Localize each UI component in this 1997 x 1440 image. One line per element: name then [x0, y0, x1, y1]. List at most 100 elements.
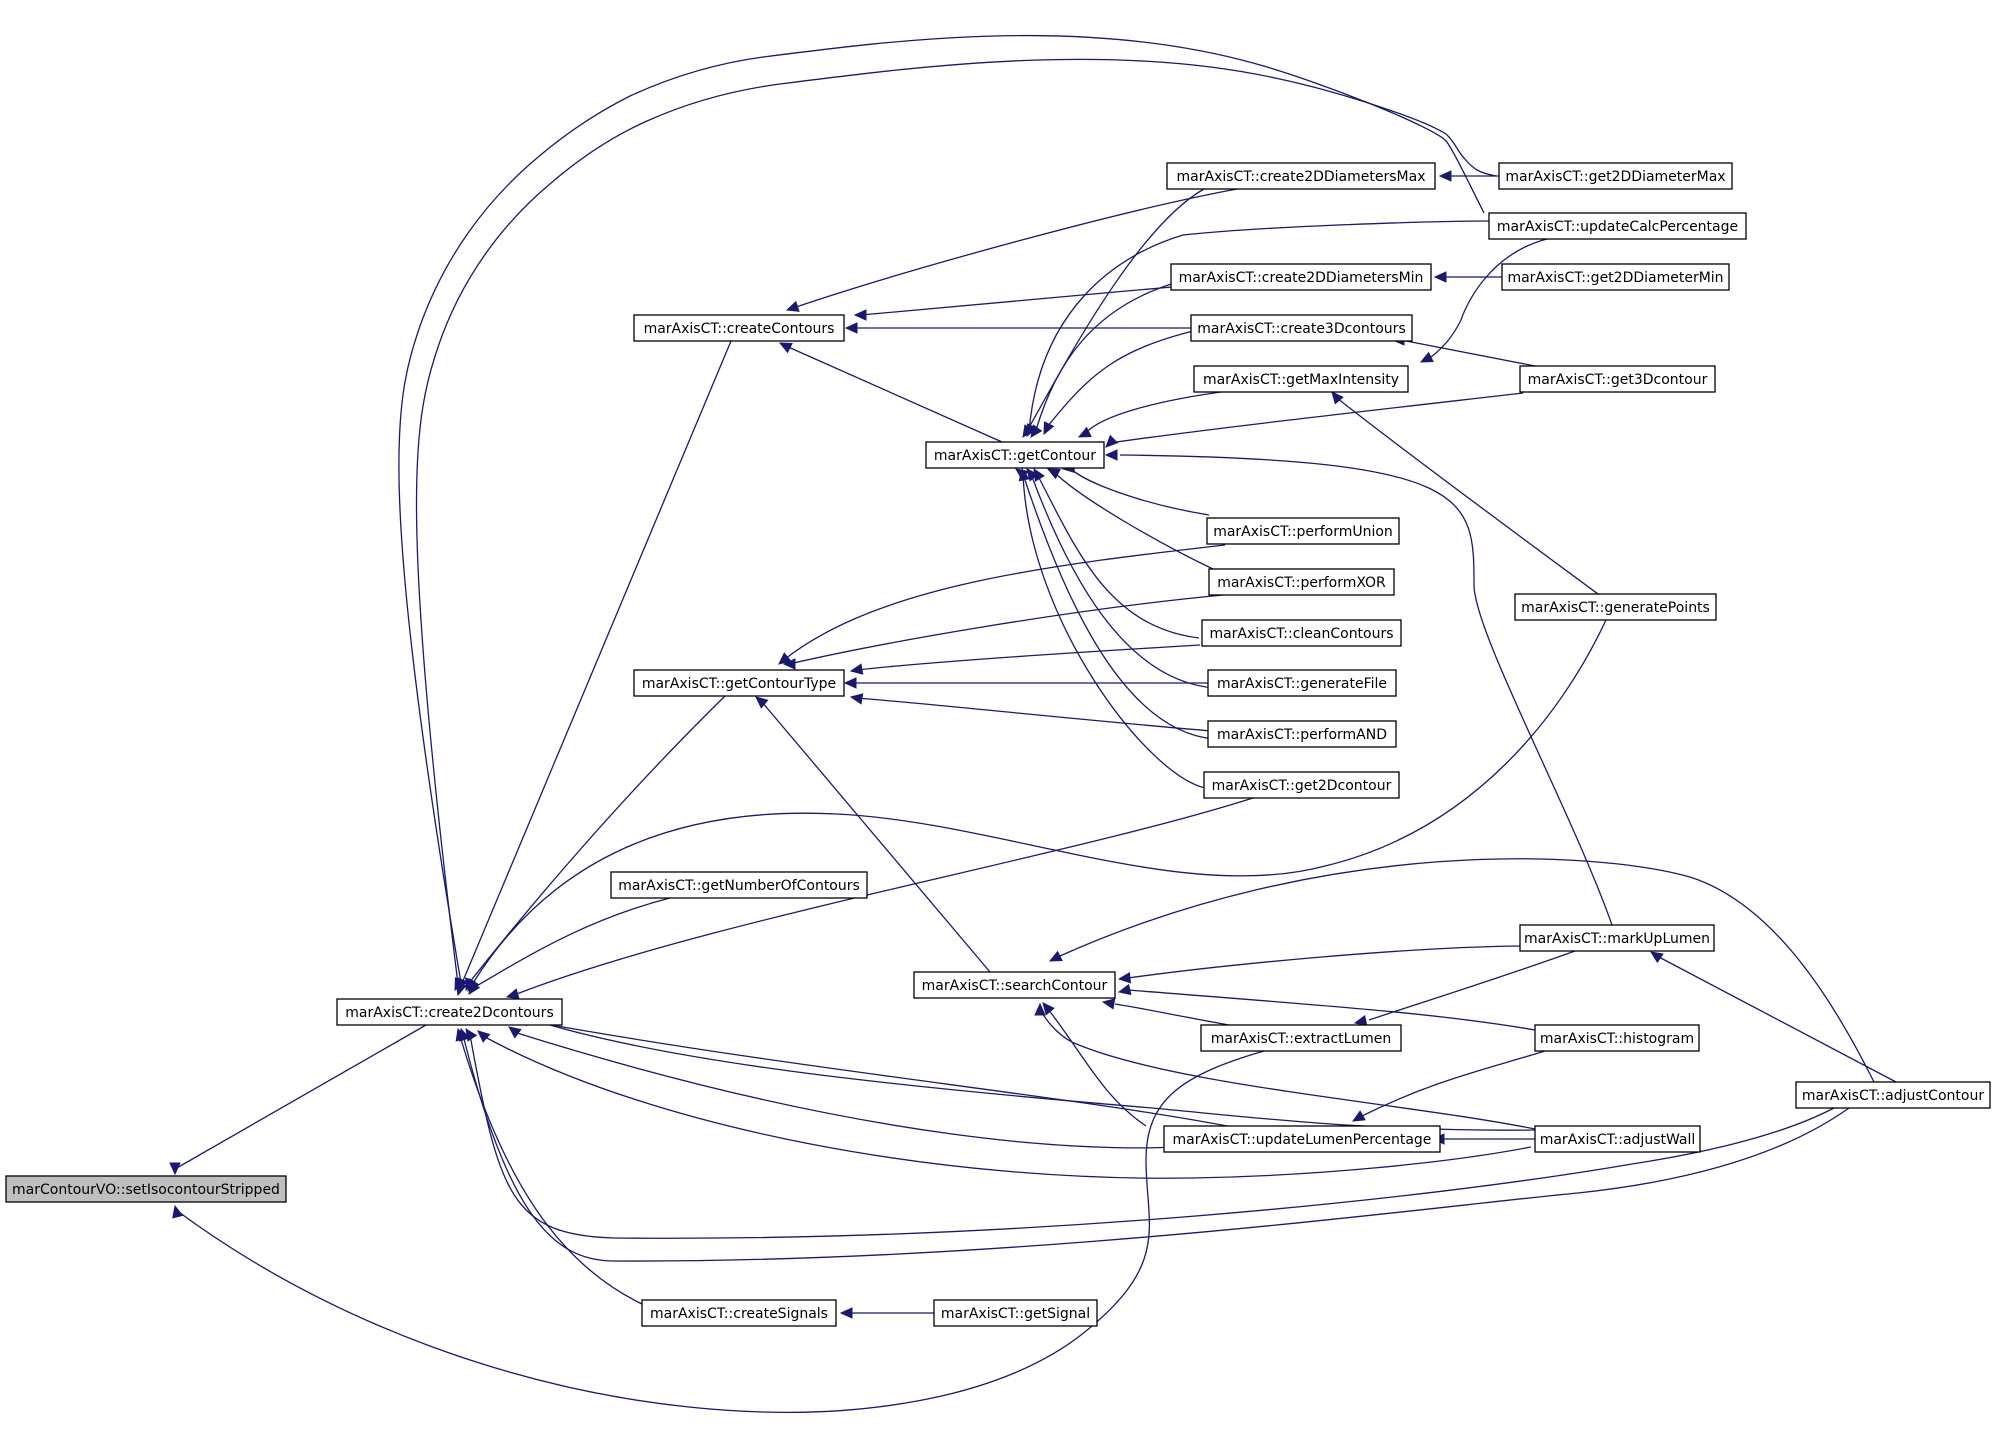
node-create2DDiametersMin[interactable]: marAxisCT::create2DDiametersMin: [1170, 263, 1432, 291]
node-markUpLumen[interactable]: marAxisCT::markUpLumen: [1519, 924, 1715, 952]
node-box: [1206, 517, 1400, 545]
node-box: [1207, 720, 1397, 748]
arrowhead-icon: [1043, 421, 1055, 436]
node-updateLumenPercentage[interactable]: marAxisCT::updateLumenPercentage: [1163, 1125, 1441, 1153]
node-get2Dcontour[interactable]: marAxisCT::get2Dcontour: [1203, 771, 1400, 799]
arrowhead-icon: [1101, 998, 1116, 1010]
arrowhead-icon: [755, 696, 769, 709]
node-label: marAxisCT::searchContour: [922, 978, 1108, 994]
node-box: [336, 998, 563, 1026]
node-setIsocontourStripped[interactable]: marContourVO::setIsocontourStripped: [5, 1175, 287, 1203]
node-getMaxIntensity[interactable]: marAxisCT::getMaxIntensity: [1193, 365, 1409, 393]
edge-generatePoints-to-getMaxIntensity: [1331, 391, 1599, 595]
node-box: [5, 1175, 287, 1203]
node-label: marAxisCT::get3Dcontour: [1528, 372, 1708, 388]
node-box: [1534, 1125, 1701, 1153]
node-searchContour[interactable]: marAxisCT::searchContour: [913, 971, 1116, 999]
edge-line: [398, 34, 1485, 984]
edge-getContourType-to-create2Dcontours: [465, 695, 726, 992]
edge-updateLumenPercentage-to-create2Dcontours: [515, 1015, 1228, 1127]
edge-get2DDiameterMax-to-create2Dcontours: [415, 58, 1497, 992]
node-label: marAxisCT::adjustWall: [1540, 1132, 1696, 1148]
node-label: marAxisCT::getContour: [934, 448, 1096, 464]
edge-line: [462, 1034, 1850, 1262]
node-createSignals[interactable]: marAxisCT::createSignals: [641, 1299, 837, 1327]
node-get2DDiameterMin[interactable]: marAxisCT::get2DDiameterMin: [1501, 263, 1730, 291]
node-adjustWall[interactable]: marAxisCT::adjustWall: [1534, 1125, 1701, 1153]
node-box: [641, 1299, 837, 1327]
node-box: [1795, 1081, 1991, 1109]
node-create2Dcontours[interactable]: marAxisCT::create2Dcontours: [336, 998, 563, 1026]
edge-get2DDiameterMax-to-create2DDiametersMax: [1438, 170, 1502, 182]
node-label: marAxisCT::create2DDiametersMax: [1177, 169, 1426, 185]
edge-histogram-to-updateLumenPercentage: [1351, 1050, 1546, 1122]
node-label: marAxisCT::performXOR: [1217, 575, 1386, 591]
node-create2DDiametersMax[interactable]: marAxisCT::create2DDiametersMax: [1166, 162, 1436, 190]
node-updateCalcPercentage[interactable]: marAxisCT::updateCalcPercentage: [1488, 212, 1747, 240]
edge-cleanContours-to-getContour: [1033, 467, 1200, 639]
node-get3Dcontour[interactable]: marAxisCT::get3Dcontour: [1519, 365, 1716, 393]
node-box: [1170, 263, 1432, 291]
node-extractLumen[interactable]: marAxisCT::extractLumen: [1200, 1024, 1402, 1052]
edge-line: [1053, 471, 1214, 570]
node-box: [1519, 365, 1716, 393]
arrowhead-icon: [1649, 951, 1664, 964]
edge-get2DDiameterMin-to-create2DDiametersMin: [1433, 271, 1502, 283]
edge-create2Dcontours-to-setIsocontourStripped: [169, 1024, 427, 1176]
edge-adjustWall-to-create2Dcontours: [477, 1030, 1532, 1179]
edge-create3Dcontours-to-getContour: [1043, 330, 1194, 436]
edge-line: [1039, 1008, 1536, 1130]
edge-line: [761, 701, 991, 973]
edge-line: [788, 594, 1224, 665]
node-generateFile[interactable]: marAxisCT::generateFile: [1207, 669, 1397, 697]
edge-performUnion-to-getContourType: [778, 544, 1226, 665]
node-box: [1207, 669, 1397, 697]
node-createContours[interactable]: marAxisCT::createContours: [633, 314, 845, 342]
node-label: marAxisCT::histogram: [1540, 1031, 1694, 1047]
node-adjustContour[interactable]: marAxisCT::adjustContour: [1795, 1081, 1991, 1109]
edge-line: [1114, 1003, 1230, 1026]
edge-create2DDiametersMin-to-createContours: [853, 286, 1173, 321]
node-generatePoints[interactable]: marAxisCT::generatePoints: [1514, 593, 1717, 621]
arrowhead-icon: [782, 658, 796, 670]
node-getSignal[interactable]: marAxisCT::getSignal: [933, 1299, 1098, 1327]
edge-line: [1127, 945, 1523, 979]
arrowhead-icon: [459, 1027, 471, 1042]
edge-performUnion-to-getContour: [1061, 461, 1210, 516]
node-performUnion[interactable]: marAxisCT::performUnion: [1206, 517, 1400, 545]
edge-line: [1084, 390, 1229, 435]
node-box: [1501, 263, 1730, 291]
node-performAND[interactable]: marAxisCT::performAND: [1207, 720, 1397, 748]
node-performXOR[interactable]: marAxisCT::performXOR: [1208, 568, 1395, 596]
node-histogram[interactable]: marAxisCT::histogram: [1534, 1024, 1700, 1052]
node-label: marAxisCT::generatePoints: [1521, 600, 1710, 616]
edge-performAND-to-getContourType: [849, 693, 1213, 732]
edge-line: [1127, 989, 1536, 1031]
node-box: [913, 971, 1116, 999]
edge-line: [1028, 220, 1490, 433]
edge-line: [1109, 392, 1524, 444]
node-box: [1488, 212, 1747, 240]
arrowhead-icon: [778, 652, 792, 665]
node-create3Dcontours[interactable]: marAxisCT::create3Dcontours: [1190, 314, 1413, 342]
node-box: [633, 669, 845, 697]
node-get2DDiameterMax[interactable]: marAxisCT::get2DDiameterMax: [1498, 162, 1733, 190]
node-label: marAxisCT::getNumberOfContours: [618, 878, 860, 894]
arrowhead-icon: [1351, 1110, 1366, 1122]
node-box: [1514, 593, 1717, 621]
node-box: [1193, 365, 1409, 393]
edge-line: [1030, 473, 1216, 689]
node-cleanContours[interactable]: marAxisCT::cleanContours: [1201, 619, 1402, 647]
edges-layer: [169, 34, 1897, 1413]
node-box: [933, 1299, 1098, 1327]
edge-updateCalcPercentage-to-getMaxIntensity: [1419, 238, 1548, 363]
node-getContour[interactable]: marAxisCT::getContour: [925, 441, 1105, 469]
edge-line: [785, 345, 1003, 443]
arrowhead-icon: [1331, 391, 1344, 405]
node-getNumberOfContours[interactable]: marAxisCT::getNumberOfContours: [610, 871, 868, 899]
node-box: [1163, 1125, 1441, 1153]
node-getContourType[interactable]: marAxisCT::getContourType: [633, 669, 845, 697]
arrowhead-icon: [1117, 971, 1132, 984]
edge-line: [1368, 950, 1576, 1021]
edge-get2Dcontour-to-getContour: [1015, 468, 1206, 789]
